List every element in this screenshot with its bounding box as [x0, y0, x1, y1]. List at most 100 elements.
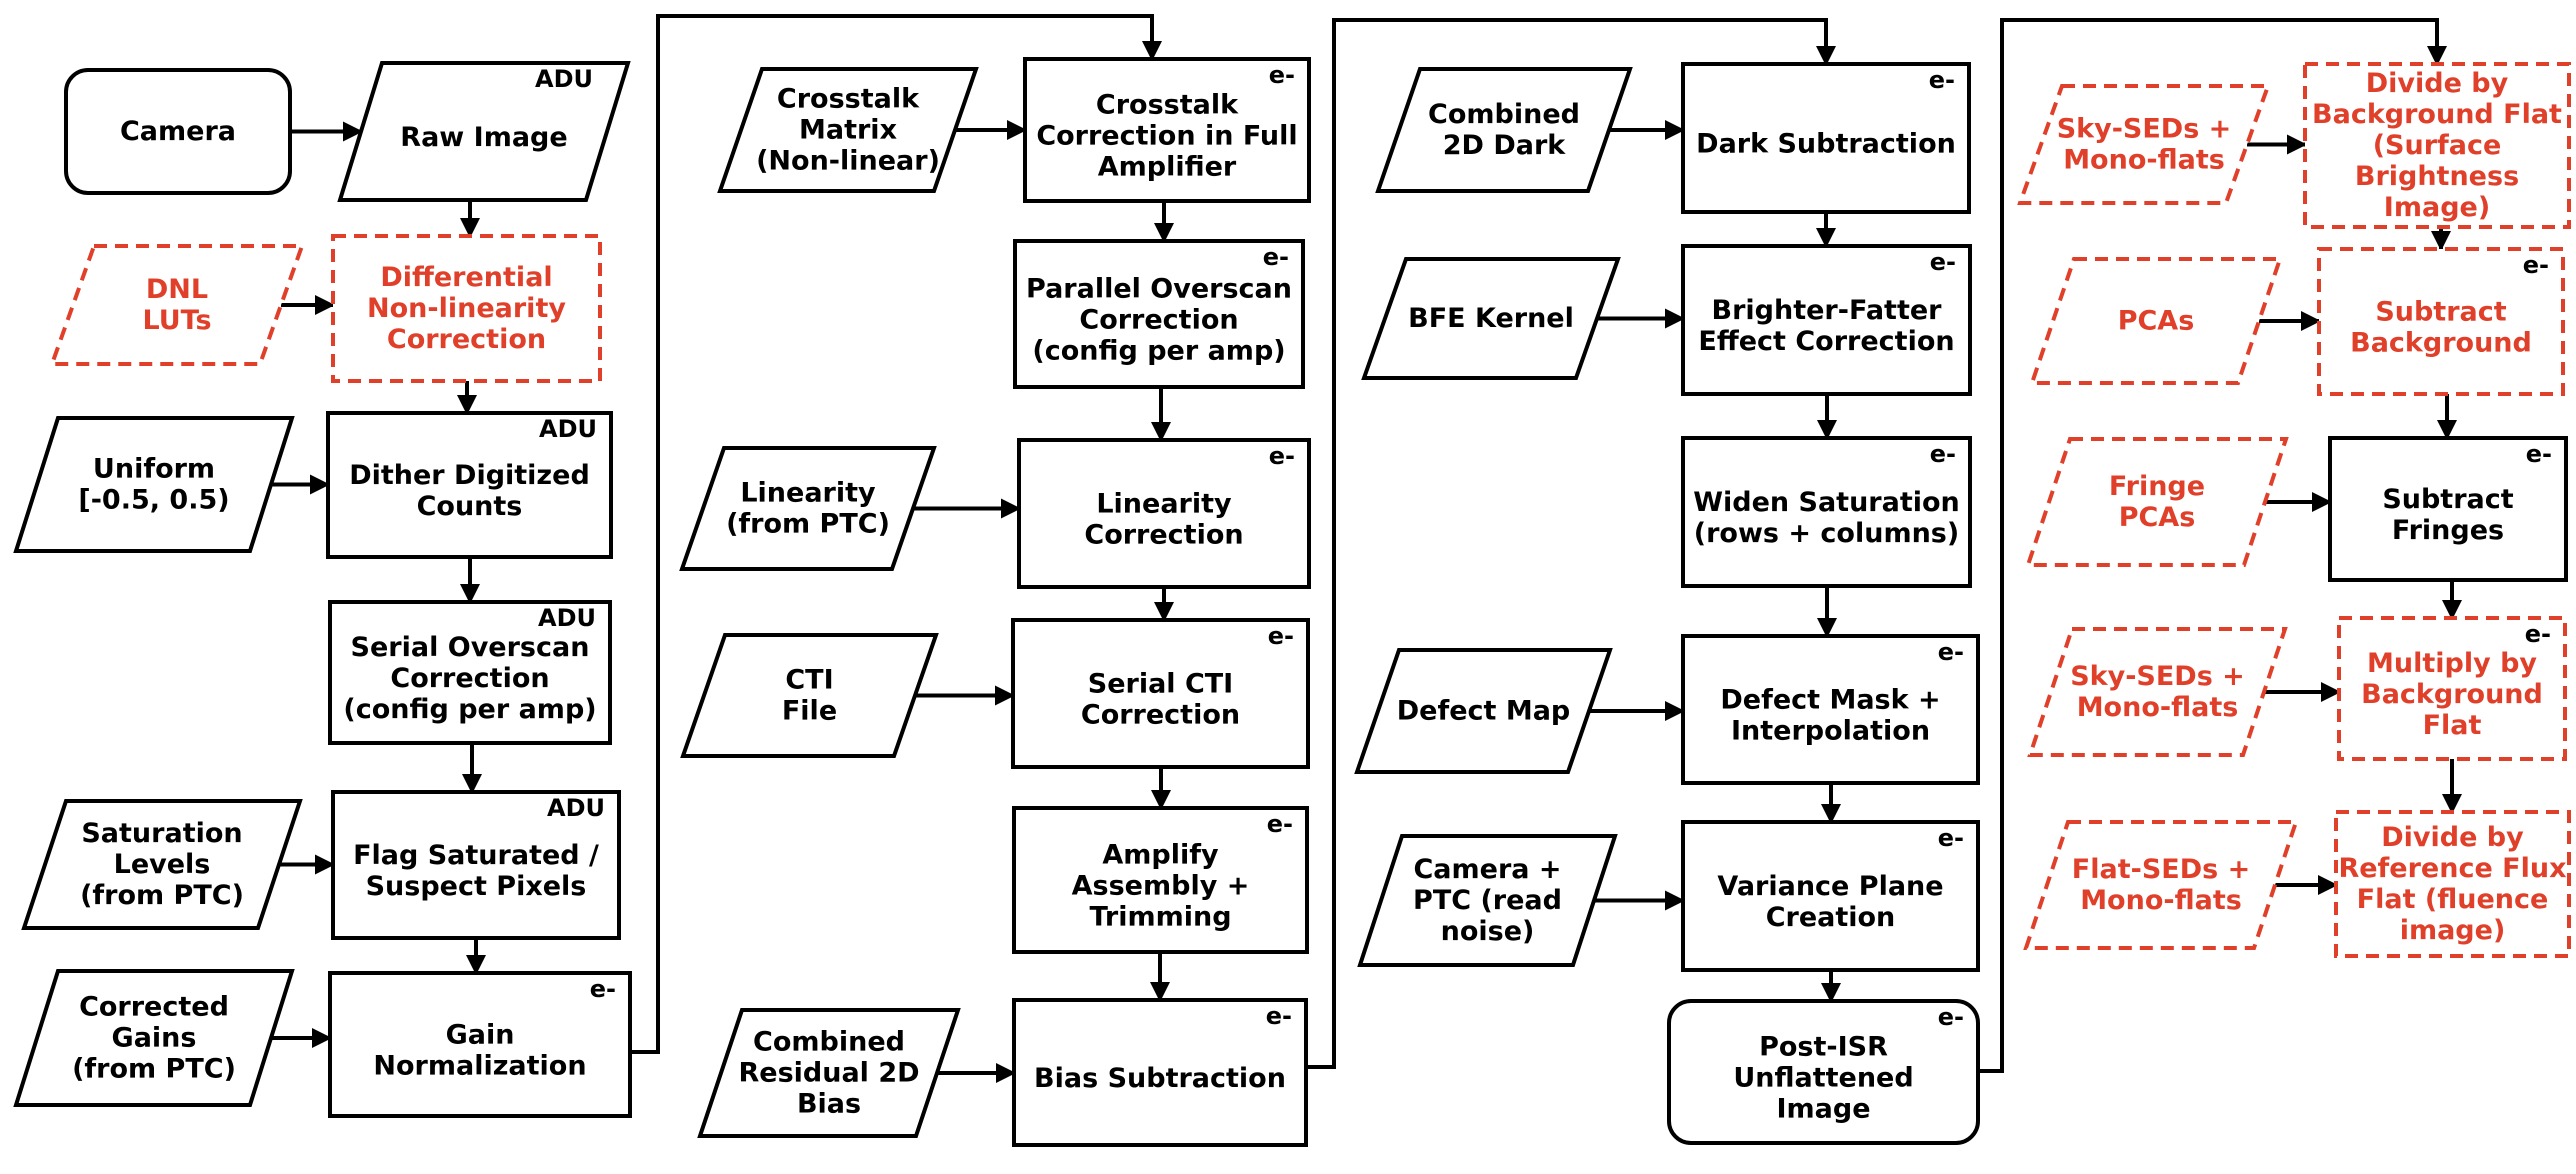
node-label-line: Linearity [1096, 489, 1232, 520]
node-label-line: LUTs [142, 305, 211, 336]
node-shape [328, 600, 612, 745]
node-shape [326, 411, 613, 559]
node-label-line: Corrected [79, 992, 229, 1023]
node-label-line: Background [2350, 328, 2532, 359]
unit-badge: e- [1938, 824, 1964, 852]
node-label-line: PTC (read [1413, 885, 1562, 916]
node-label-line: Combined [753, 1027, 905, 1058]
node-label-line: Dark Subtraction [1696, 129, 1956, 160]
node-label-line: Flat [2423, 710, 2482, 741]
unit-badge: e- [1930, 440, 1956, 468]
node-label-line: (from PTC) [80, 880, 244, 911]
node-shape [1012, 806, 1309, 954]
node-shape [1681, 244, 1972, 396]
node-label-line: Post-ISR [1759, 1032, 1888, 1063]
node-pcas: PCAs [2029, 257, 2283, 385]
node-sky-seds-1: Sky-SEDs +Mono-flats [2017, 84, 2271, 205]
node-label-line: Correction [1084, 520, 1243, 551]
node-label-line: Normalization [373, 1051, 586, 1082]
node-sky-seds-2: Sky-SEDs +Mono-flats [2027, 627, 2288, 757]
node-label-line: Correction [387, 324, 546, 355]
node-bfe-kernel: BFE Kernel [1361, 257, 1621, 380]
node-label-line: Unflattened [1733, 1063, 1913, 1094]
node-label-line: Correction [1079, 305, 1238, 336]
node-label-line: image) [2400, 915, 2506, 946]
node-label-line: File [782, 696, 837, 727]
unit-badge: e- [1267, 810, 1293, 838]
node-label-line: [-0.5, 0.5) [78, 485, 229, 516]
node-label-line: Gain [446, 1020, 515, 1051]
node-label-line: Correction [390, 663, 549, 694]
node-label-line: Divide by [2366, 68, 2509, 99]
node-label-line: Reference Flux [2338, 853, 2566, 884]
node-label-line: Brighter-Fatter [1712, 295, 1943, 326]
node-shape [1681, 62, 1971, 214]
node-label-line: Counts [417, 491, 523, 522]
node-label-line: Crosstalk [1096, 90, 1239, 121]
unit-badge: e- [1929, 66, 1955, 94]
node-dark-sub: Dark Subtraction e- [1681, 62, 1971, 214]
node-label-line: (Non-linear) [756, 146, 940, 177]
node-label-line: Flat-SEDs + [2072, 854, 2250, 885]
node-shape [1375, 67, 1633, 193]
node-flat-seds: Flat-SEDs +Mono-flats [2023, 820, 2299, 950]
node-label-line: Background Flat [2312, 99, 2562, 130]
node-label-line: (from PTC) [726, 509, 890, 540]
node-shape [2017, 84, 2271, 205]
unit-badge: e- [1938, 638, 1964, 666]
node-label-line: Mono-flats [2077, 692, 2239, 723]
node-label-line: Widen Saturation [1693, 487, 1960, 518]
node-label-line: Camera + [1413, 854, 1561, 885]
unit-badge: e- [1930, 248, 1956, 276]
unit-badge: ADU [547, 794, 605, 822]
node-shape [2029, 257, 2283, 385]
node-label-line: Levels [114, 849, 211, 880]
node-label-line: Image) [2384, 192, 2490, 223]
node-shape [1012, 998, 1308, 1147]
node-label-line: Combined [1428, 99, 1580, 130]
node-shape [13, 969, 295, 1107]
node-shape [679, 446, 937, 571]
node-label-line: Multiply by [2367, 648, 2537, 679]
node-shape [1017, 438, 1311, 589]
unit-badge: ADU [538, 604, 596, 632]
node-label-line: Correction [1081, 700, 1240, 731]
unit-badge: e- [1268, 622, 1294, 650]
node-label-line: Uniform [93, 454, 215, 485]
unit-badge: e- [1269, 442, 1295, 470]
node-shape [331, 234, 602, 383]
node-label-line: Divide by [2381, 822, 2524, 853]
unit-badge: ADU [539, 415, 597, 443]
node-shape [1354, 648, 1613, 774]
node-label-line: Correction in Full [1036, 121, 1297, 152]
node-shape [697, 1008, 961, 1138]
unit-badge: e- [590, 975, 616, 1003]
node-shape [1681, 634, 1980, 785]
node-shape [2303, 62, 2571, 229]
node-defect-map: Defect Map [1354, 648, 1613, 774]
node-label-line: Differential [380, 262, 552, 293]
node-label-line: Fringes [2392, 515, 2504, 546]
node-shape [1681, 436, 1972, 588]
node-label-line: Gains [112, 1023, 197, 1054]
node-shape [49, 244, 305, 366]
node-label-line: Defect Map [1397, 696, 1571, 727]
node-label-line: Subtract [2382, 484, 2513, 515]
node-label-line: Saturation [81, 818, 242, 849]
unit-badge: e- [1266, 1002, 1292, 1030]
node-shape [1013, 239, 1305, 389]
node-label-line: Serial CTI [1088, 669, 1233, 700]
